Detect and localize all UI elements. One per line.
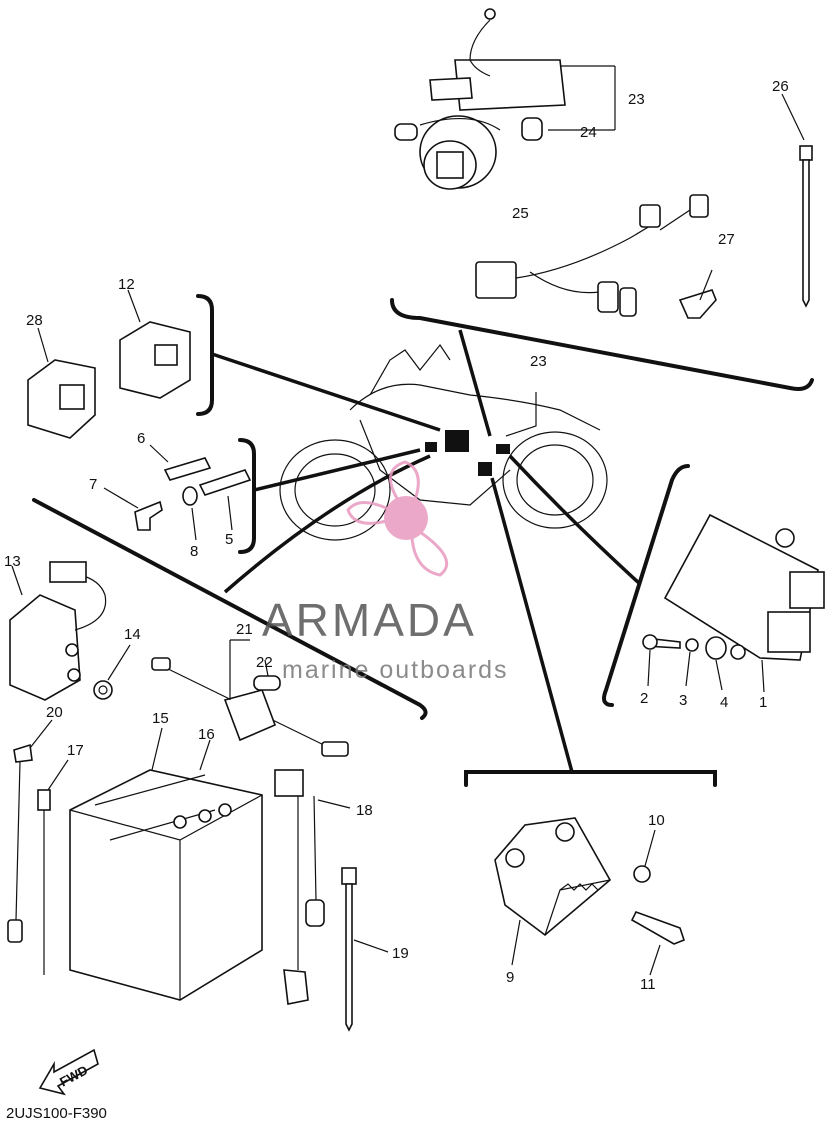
callout-numbers: 1 2 3 4 5 6 7 8 9 10 11 12 13 14 15 16 1… (4, 78, 789, 993)
part-clamp-27 (678, 269, 717, 319)
callout-22: 22 (256, 654, 273, 671)
leader-harness (458, 329, 492, 437)
watermark: ARMADA marine outboards (262, 460, 509, 684)
watermark-tagline: marine outboards (282, 656, 509, 684)
part-relay-28 (27, 327, 96, 439)
callout-10: 10 (648, 812, 665, 829)
callout-27: 27 (718, 231, 735, 248)
part-main-switch (394, 8, 616, 190)
callout-7: 7 (89, 476, 97, 493)
part-sensor-21-22 (151, 639, 349, 757)
callout-16: 16 (198, 726, 215, 743)
part-battery-15-16 (69, 727, 263, 1001)
part-ecu-1-4 (642, 513, 825, 693)
callout-19: 19 (392, 945, 409, 962)
callout-14: 14 (124, 626, 141, 643)
bracket-fittings (238, 438, 256, 554)
fwd-label: FWD (57, 1062, 90, 1089)
callout-5: 5 (225, 531, 233, 548)
callout-21: 21 (236, 621, 253, 638)
leader-rectifier (490, 477, 574, 773)
part-wire-harness (475, 194, 709, 317)
watermark-logo-icon (346, 460, 449, 577)
callout-15: 15 (152, 710, 169, 727)
callout-13: 13 (4, 553, 21, 570)
callout-12: 12 (118, 276, 135, 293)
callout-2: 2 (640, 690, 648, 707)
callout-9: 9 (506, 969, 514, 986)
part-rectifier-9-11 (494, 817, 685, 976)
part-sensor-18 (274, 769, 351, 1005)
callout-17: 17 (67, 742, 84, 759)
callout-24: 24 (580, 124, 597, 141)
callout-1: 1 (759, 694, 767, 711)
bracket-relay (196, 294, 214, 416)
callout-23-centre: 23 (530, 353, 547, 370)
leader-fittings (253, 448, 421, 492)
callout-25: 25 (512, 205, 529, 222)
part-leads-17-20 (7, 719, 69, 975)
part-cable-tie-19 (341, 867, 389, 1032)
callout-4: 4 (720, 694, 728, 711)
part-starter-relay-13 (9, 561, 107, 701)
callout-28: 28 (26, 312, 43, 329)
bracket-bottom (464, 770, 717, 787)
bracket-top-right (390, 298, 814, 391)
callout-8: 8 (190, 543, 198, 560)
callout-6: 6 (137, 430, 145, 447)
callout-26: 26 (772, 78, 789, 95)
diagram-code: 2UJS100-F390 (6, 1105, 107, 1122)
leader-ecu (508, 454, 642, 586)
leader-left (223, 454, 431, 594)
callout-11: 11 (640, 976, 656, 993)
part-fittings-5-8 (103, 444, 252, 541)
group-brackets (32, 294, 814, 787)
harness-block-centre (445, 430, 469, 452)
fwd-arrow: FWD (38, 1048, 99, 1096)
callout-23-top: 23 (628, 91, 645, 108)
bracket-left (32, 498, 428, 720)
callout-3: 3 (679, 692, 687, 709)
leader-relay (211, 352, 441, 432)
watermark-brand: ARMADA (262, 594, 477, 646)
part-nut-14 (93, 644, 131, 700)
callout-20: 20 (46, 704, 63, 721)
motorcycle-outline (279, 343, 608, 541)
part-relay-12 (119, 289, 191, 399)
callout-18: 18 (356, 802, 373, 819)
part-cable-tie-26 (781, 93, 813, 308)
